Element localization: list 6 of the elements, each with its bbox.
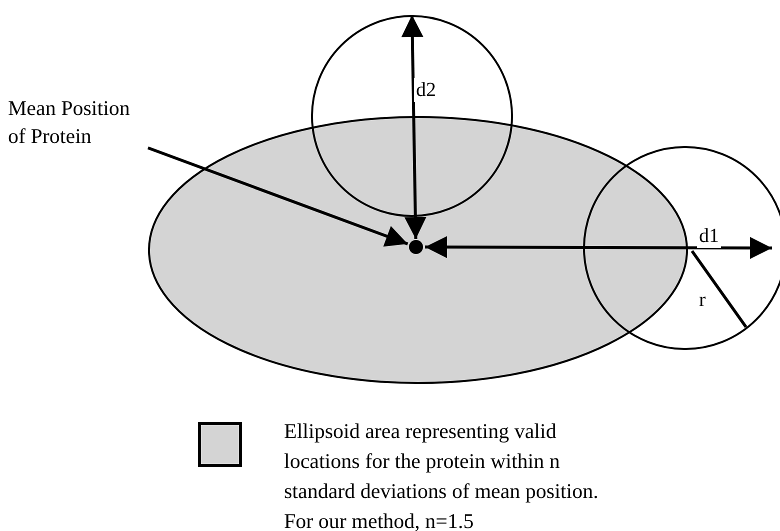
leader-arrow: [147, 146, 408, 247]
distance-arrow: [425, 236, 772, 259]
edge-label: d2: [414, 78, 438, 102]
distance-arrow: [401, 14, 426, 240]
legend-text: Ellipsoid area representing valid locations for the protein within n standard deviations of mean position. For our method, n=1.5: [284, 418, 600, 531]
callout-text: Mean Position of Protein: [8, 95, 131, 150]
